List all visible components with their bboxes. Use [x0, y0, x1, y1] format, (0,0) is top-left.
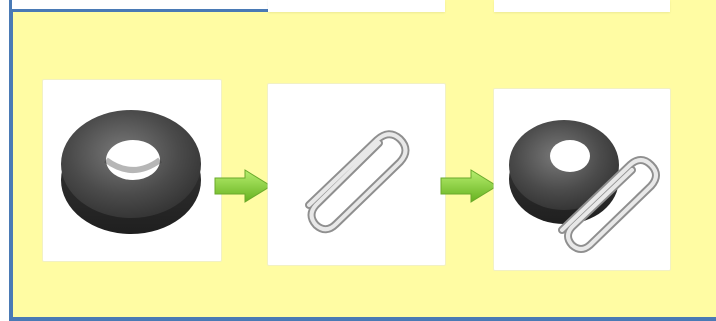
arrow-shape-1 [211, 166, 275, 206]
card-magnet [43, 80, 221, 261]
ring-magnet-icon [43, 80, 221, 261]
arrow-shape-2 [437, 166, 501, 206]
paperclip-icon [268, 84, 445, 265]
top-card-middle [268, 0, 445, 12]
magnet-with-paperclip-icon [494, 89, 670, 270]
arrow-right-icon [211, 166, 275, 206]
left-frame-line [9, 0, 13, 321]
top-card-right [494, 0, 670, 12]
card-paperclip [268, 84, 445, 265]
card-magnet-paperclip [494, 89, 670, 270]
arrow-right-icon-second [437, 166, 501, 206]
bottom-frame-line [9, 317, 716, 321]
